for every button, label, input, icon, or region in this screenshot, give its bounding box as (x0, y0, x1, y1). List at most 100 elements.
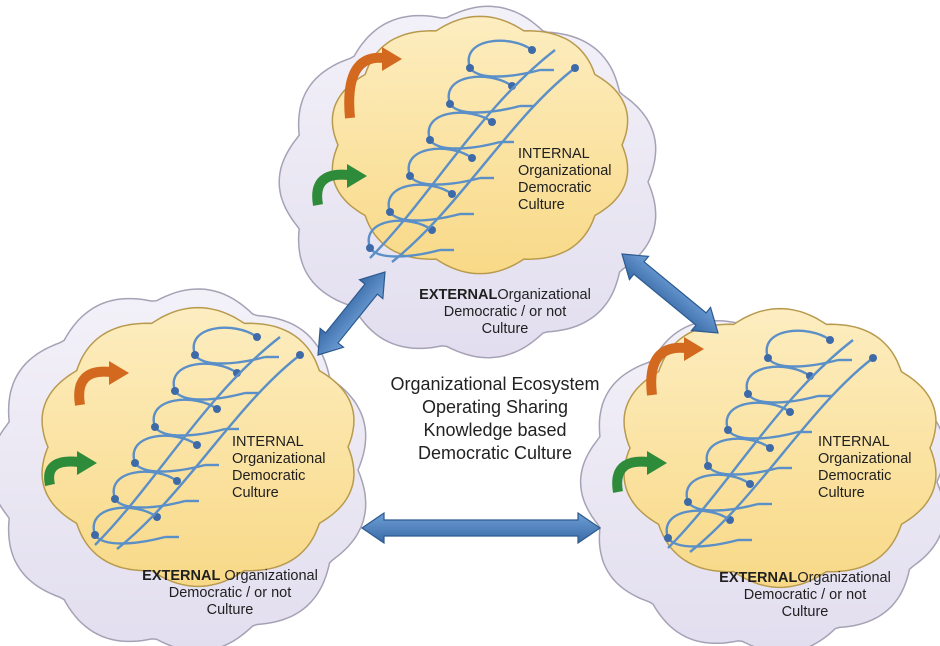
helix-node (191, 351, 199, 359)
helix-node (744, 390, 752, 398)
helix-node (724, 426, 732, 434)
double-headed-arrow-icon (360, 511, 602, 545)
double-headed-arrow-icon (317, 271, 386, 356)
helix-strand (765, 329, 831, 359)
helix-node (448, 190, 456, 198)
helix-node (193, 441, 201, 449)
helix-strand (725, 401, 791, 431)
helix-strand (369, 247, 441, 258)
green-curved-arrow-icon (312, 164, 367, 206)
external-line: EXTERNALOrganizational (400, 287, 610, 304)
double-headed-arrow-icon (621, 253, 719, 334)
helix-node (173, 477, 181, 485)
orange-curved-arrow-icon (344, 47, 402, 119)
helix-strand (94, 336, 281, 546)
helix-node (488, 118, 496, 126)
helix-strand (429, 139, 501, 150)
helix-strand (447, 75, 513, 105)
helix-strand (172, 362, 238, 392)
external-line: Democratic / or not (743, 587, 867, 604)
helix-node (571, 64, 579, 72)
helix-strand (427, 111, 493, 141)
helix-node (468, 154, 476, 162)
center-line: Knowledge based (423, 420, 567, 441)
internal-label-top: INTERNAL Organizational Democratic Cultu… (518, 146, 612, 214)
internal-label-right: INTERNAL Organizational Democratic Cultu… (818, 434, 912, 502)
external-line: Culture (781, 604, 829, 621)
center-line: Democratic Culture (417, 443, 573, 464)
external-rest: Organizational (220, 568, 318, 584)
helix-node (466, 64, 474, 72)
external-bold: EXTERNAL (719, 570, 798, 586)
internal-line: Culture (232, 485, 279, 502)
orange-curved-arrow-icon (646, 337, 704, 396)
internal-line: Democratic (818, 468, 892, 485)
center-line: Organizational Ecosystem (390, 374, 600, 394)
helix-node (826, 336, 834, 344)
helix-node (131, 459, 139, 467)
external-label-right: EXTERNALOrganizational Democratic / or n… (700, 570, 910, 621)
external-label-left: EXTERNAL Organizational Democratic / or … (120, 568, 340, 619)
helix-strand (767, 357, 839, 368)
helix-strand (667, 339, 854, 549)
internal-line: Organizational (818, 451, 912, 468)
helix-strand (391, 67, 576, 263)
helix-node (366, 244, 374, 252)
external-line: Culture (481, 321, 529, 338)
helix-node (151, 423, 159, 431)
helix-node (171, 387, 179, 395)
helix-node (869, 354, 877, 362)
helix-strand (112, 470, 178, 500)
helix-node (111, 495, 119, 503)
external-line: EXTERNAL Organizational (120, 568, 340, 585)
internal-line: Culture (818, 485, 865, 502)
helix-strand (387, 183, 453, 213)
helix-node (406, 172, 414, 180)
external-rest: Organizational (497, 287, 591, 303)
helix-strand (689, 357, 874, 553)
helix-strand (667, 537, 739, 548)
helix-strand (665, 509, 731, 539)
helix-strand (469, 67, 541, 78)
helix-strand (174, 390, 246, 401)
dna-helix-icon (366, 39, 579, 263)
helix-strand (192, 326, 258, 356)
helix-strand (685, 473, 751, 503)
helix-strand (687, 501, 759, 512)
helix-node (684, 498, 692, 506)
internal-line: Organizational (518, 163, 612, 180)
helix-strand (705, 437, 771, 467)
helix-node (746, 480, 754, 488)
helix-node (446, 100, 454, 108)
helix-node (664, 534, 672, 542)
external-line: Democratic / or not (443, 304, 567, 321)
dna-helix-icon (664, 329, 877, 553)
internal-culture-cloud (623, 307, 937, 589)
external-line: Democratic / or not (168, 585, 292, 602)
internal-label-left: INTERNAL Organizational Democratic Cultu… (232, 434, 326, 502)
external-bold: EXTERNAL (142, 568, 221, 584)
orange-curved-arrow-icon (74, 361, 129, 406)
internal-line: INTERNAL (232, 434, 304, 450)
internal-line: INTERNAL (518, 146, 590, 162)
helix-strand (114, 498, 186, 509)
helix-node (426, 136, 434, 144)
helix-strand (194, 354, 266, 365)
internal-line: Culture (518, 197, 565, 214)
helix-strand (94, 534, 166, 545)
helix-strand (389, 211, 461, 222)
helix-strand (369, 49, 556, 259)
green-curved-arrow-icon (44, 451, 97, 487)
ecosystem-center-text: Organizational Ecosystem Operating Shari… (360, 373, 630, 465)
internal-line: INTERNAL (818, 434, 890, 450)
helix-strand (132, 434, 198, 464)
helix-strand (152, 398, 218, 428)
helix-node (704, 462, 712, 470)
helix-strand (745, 365, 811, 395)
helix-strand (407, 147, 473, 177)
dna-helix-icon (91, 326, 304, 550)
helix-node (253, 333, 261, 341)
helix-strand (154, 426, 226, 437)
helix-strand (367, 219, 433, 249)
